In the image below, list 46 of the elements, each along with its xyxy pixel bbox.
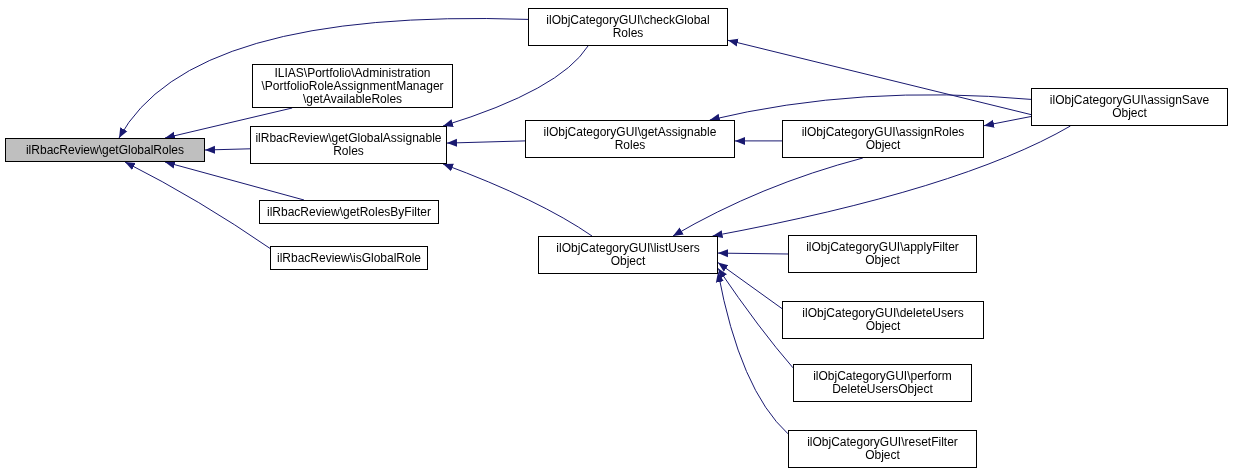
call-arrow [164,160,305,201]
call-arrow [727,38,1032,116]
function-name: ilRbacReview\getGlobalAssignable Roles [254,132,443,158]
function-name: ilObjCategoryGUI\assignSave Object [1048,94,1211,120]
call-arrow [204,145,251,154]
function-box [782,120,984,158]
call-arrow [442,163,593,237]
function-name: ILIAS\Portfolio\Administration \PortfolioRoleAssignmentManager \getAvailableRoles [260,66,445,106]
function-box [793,364,972,402]
call-arrow [716,271,789,435]
call-arrow [672,157,864,237]
function-name: ilObjCategoryGUI\applyFilter Object [805,241,960,267]
function-box [788,235,977,273]
function-box [259,200,439,224]
function-box [1031,88,1228,126]
function-box [782,301,984,339]
function-box [252,64,453,108]
call-arrow [446,138,526,147]
call-arrow [442,45,589,127]
function-box [270,246,428,270]
function-name: ilObjCategoryGUI\deleteUsers Object [801,307,965,333]
function-name: ilRbacReview\getGlobalRoles [24,143,186,157]
function-box [525,120,735,158]
call-arrow [717,249,789,258]
function-box [250,126,447,164]
call-arrow [712,125,1071,239]
call-arrow [717,262,783,310]
function-name: ilObjCategoryGUI\checkGlobal Roles [545,14,711,40]
call-arrow [118,18,529,139]
function-name: ilRbacReview\getRolesByFilter [265,205,433,219]
function-name: ilRbacReview\isGlobalRole [275,251,423,265]
function-name: ilObjCategoryGUI\resetFilter Object [806,436,959,462]
call-arrow [124,161,271,249]
call-arrow [983,116,1032,128]
call-arrow [709,94,1032,122]
function-box [5,138,205,162]
call-arrow [717,267,794,369]
call-arrow [734,136,783,145]
function-box [528,8,728,46]
function-name: ilObjCategoryGUI\assignRoles Object [800,126,966,152]
function-name: ilObjCategoryGUI\listUsers Object [555,242,701,268]
function-box [538,236,718,274]
call-arrow [164,107,293,140]
function-box [788,430,977,468]
function-name: ilObjCategoryGUI\getAssignable Roles [542,126,718,152]
function-name: ilObjCategoryGUI\perform DeleteUsersObject [812,370,953,396]
